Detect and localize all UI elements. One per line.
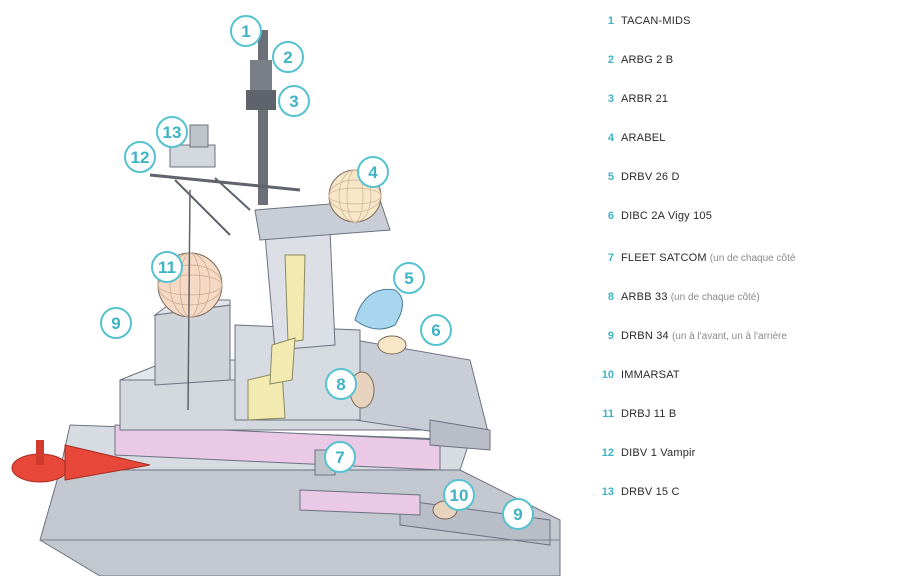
callout-8: 8 [325, 368, 357, 400]
legend-label: DRBV 26 D [621, 171, 680, 183]
legend-number: 8 [607, 291, 614, 303]
callout-4: 4 [357, 156, 389, 188]
callout-1: 1 [230, 15, 262, 47]
legend-label: DRBV 15 C [621, 486, 680, 498]
callout-label: 4 [368, 163, 378, 182]
pink-deck-band [114, 424, 441, 516]
legend-number: 12 [601, 447, 614, 459]
callout-12: 12 [124, 141, 156, 173]
legend-number: 2 [607, 54, 614, 66]
legend-item: 6 DIBC 2A Vigy 105 [590, 206, 712, 226]
callout-label: 2 [283, 48, 292, 67]
legend-number: 10 [601, 369, 614, 381]
legend-item: 11 DRBJ 11 B [590, 404, 676, 424]
callout-2: 2 [272, 41, 304, 73]
callout-label: 7 [335, 448, 344, 467]
legend-label: FLEET SATCOM [621, 252, 707, 264]
callout-label: 10 [450, 486, 469, 505]
callout-label: 9 [111, 314, 120, 333]
callout-9-fore: 9 [100, 307, 132, 339]
callout-markers: 1 2 3 4 5 6 7 8 9 9 10 11 12 13 [100, 15, 534, 530]
callout-3: 3 [278, 85, 310, 117]
legend-item: 3 ARBR 21 [590, 89, 668, 109]
legend-number: 4 [607, 132, 614, 144]
legend-label: DRBN 34 [621, 330, 669, 342]
legend-item: 5 DRBV 26 D [590, 167, 680, 187]
legend-label: IMMARSAT [621, 369, 680, 381]
legend-number: 7 [607, 252, 614, 264]
callout-label: 5 [404, 269, 413, 288]
callout-label: 6 [431, 321, 440, 340]
legend-item: 10 IMMARSAT [590, 365, 680, 385]
red-foredeck-equipment [11, 440, 151, 483]
callout-6: 6 [420, 314, 452, 346]
legend-number: 9 [607, 330, 614, 342]
legend-label: DIBC 2A Vigy 105 [621, 210, 713, 222]
main-mast [149, 30, 301, 411]
legend-label: ARABEL [621, 132, 666, 144]
callout-label: 11 [158, 258, 176, 277]
legend-number: 6 [607, 210, 614, 222]
drbv26-antenna [354, 288, 403, 330]
callout-label: 8 [336, 375, 345, 394]
legend-label: ARBB 33 [621, 291, 668, 303]
legend-label: ARBG 2 B [621, 54, 674, 66]
callout-label: 12 [131, 148, 150, 167]
legend-note: (un de chaque côté [709, 252, 796, 264]
legend-number: 11 [602, 408, 614, 420]
callout-10: 10 [443, 479, 475, 511]
legend-number: 13 [601, 486, 614, 498]
legend-label: ARBR 21 [621, 93, 669, 105]
legend-item: 8 ARBB 33 (un de chaque côté) [590, 287, 760, 307]
callout-5: 5 [393, 262, 425, 294]
callout-13: 13 [156, 116, 188, 148]
callout-7: 7 [324, 441, 356, 473]
legend-number: 5 [607, 171, 614, 183]
legend-number: 1 [607, 15, 614, 27]
ship-superstructure-diagram: 1 2 3 4 5 6 7 8 9 9 10 11 12 13 [11, 15, 561, 576]
legend-item: 12 DIBV 1 Vampir [590, 443, 696, 463]
legend-item: 9 DRBN 34 (un à l'avant, un à l'arrière [590, 326, 787, 346]
legend-note: (un de chaque côté) [670, 291, 760, 303]
legend-item: 13 DRBV 15 C [590, 482, 680, 502]
callout-label: 1 [241, 22, 250, 41]
callout-label: 3 [289, 92, 298, 111]
legend: 1 TACAN-MIDS 2 ARBG 2 B 3 ARBR 21 4 ARABEL 5… [590, 0, 900, 576]
legend-label: DIBV 1 Vampir [621, 447, 696, 459]
callout-label: 9 [513, 505, 522, 524]
legend-item: 7 FLEET SATCOM (un de chaque côté [590, 248, 796, 268]
legend-label: DRBJ 11 B [621, 408, 677, 420]
legend-note: (un à l'avant, un à l'arrière [671, 330, 787, 342]
legend-item: 2 ARBG 2 B [590, 50, 673, 70]
central-tower [234, 199, 391, 421]
legend-number: 3 [607, 93, 614, 105]
legend-item: 4 ARABEL [590, 128, 666, 148]
callout-11: 11 [151, 251, 183, 283]
legend-item: 1 TACAN-MIDS [590, 11, 691, 31]
callout-label: 13 [163, 123, 182, 142]
legend-label: TACAN-MIDS [621, 15, 691, 27]
callout-9-aft: 9 [502, 498, 534, 530]
